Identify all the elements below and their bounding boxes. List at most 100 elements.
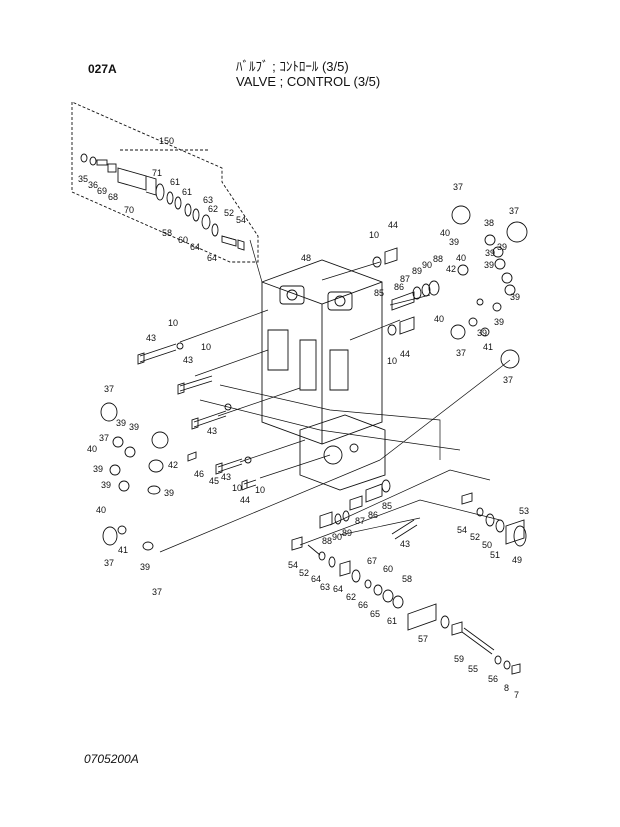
part-number-label: 53: [519, 506, 529, 516]
part-number-label: 10: [369, 230, 379, 240]
part-number-label: 57: [418, 634, 428, 644]
part-number-label: 66: [358, 600, 368, 610]
part-number-label: 65: [370, 609, 380, 619]
part-number-label: 42: [446, 264, 456, 274]
upper-plug-group: [372, 247, 440, 336]
part-number-label: 89: [342, 528, 352, 538]
part-number-label: 41: [483, 342, 493, 352]
part-number-label: 86: [368, 510, 378, 520]
part-number-label: 43: [207, 426, 217, 436]
part-number-label: 42: [168, 460, 178, 470]
part-number-label: 43: [400, 539, 410, 549]
right-seal-group: [450, 205, 528, 369]
part-number-label: 43: [146, 333, 156, 343]
part-number-label: 37: [456, 348, 466, 358]
part-number-label: 54: [288, 560, 298, 570]
part-number-label: 64: [190, 242, 200, 252]
part-number-label: 87: [400, 274, 410, 284]
part-number-label: 150: [159, 136, 174, 146]
part-number-label: 90: [332, 532, 342, 542]
part-number-label: 10: [201, 342, 211, 352]
part-number-label: 67: [367, 556, 377, 566]
part-number-label: 37: [509, 206, 519, 216]
bolt-group: [137, 235, 418, 540]
part-number-label: 39: [101, 480, 111, 490]
part-number-label: 35: [78, 174, 88, 184]
part-number-label: 61: [182, 187, 192, 197]
part-number-label: 10: [168, 318, 178, 328]
part-number-label: 39: [140, 562, 150, 572]
part-number-label: 54: [457, 525, 467, 535]
part-number-label: 37: [104, 558, 114, 568]
part-number-label: 50: [482, 540, 492, 550]
part-number-label: 39: [477, 328, 487, 338]
part-number-label: 87: [355, 516, 365, 526]
part-number-label: 52: [224, 208, 234, 218]
leader-lines: [159, 239, 511, 553]
left-seal-group: [100, 342, 252, 551]
part-number-label: 62: [208, 204, 218, 214]
part-number-label: 37: [104, 384, 114, 394]
part-number-label: 70: [124, 205, 134, 215]
part-number-label: 39: [510, 292, 520, 302]
part-number-label: 85: [382, 501, 392, 511]
part-number-label: 46: [194, 469, 204, 479]
title-japanese: ﾊﾞﾙﾌﾞ ; ｺﾝﾄﾛｰﾙ (3/5): [236, 59, 349, 74]
part-number-label: 40: [440, 228, 450, 238]
part-number-label: 52: [299, 568, 309, 578]
part-number-label: 41: [118, 545, 128, 555]
valve-body: [261, 259, 386, 491]
part-number-label: 45: [209, 476, 219, 486]
part-number-label: 37: [99, 433, 109, 443]
lower-relief-group: [407, 492, 527, 675]
part-number-label: 40: [434, 314, 444, 324]
part-number-label: 54: [236, 215, 246, 225]
part-number-label: 44: [388, 220, 398, 230]
part-number-label: 40: [456, 253, 466, 263]
part-number-label: 58: [402, 574, 412, 584]
part-number-label: 7: [514, 690, 519, 700]
part-number-label: 58: [162, 228, 172, 238]
part-number-label: 39: [129, 422, 139, 432]
part-number-label: 48: [301, 253, 311, 263]
part-number-label: 38: [484, 218, 494, 228]
part-number-label: 61: [170, 177, 180, 187]
part-number-label: 8: [504, 683, 509, 693]
part-number-label: 37: [453, 182, 463, 192]
part-number-label: 62: [346, 592, 356, 602]
part-number-label: 69: [97, 186, 107, 196]
part-number-label: 39: [93, 464, 103, 474]
part-number-label: 37: [152, 587, 162, 597]
part-number-label: 68: [108, 192, 118, 202]
part-number-label: 10: [255, 485, 265, 495]
part-number-label: 64: [207, 253, 217, 263]
part-number-label: 40: [96, 505, 106, 515]
part-number-label: 88: [322, 536, 332, 546]
part-number-label: 39: [164, 488, 174, 498]
part-number-label: 51: [490, 550, 500, 560]
part-number-label: 89: [412, 266, 422, 276]
part-number-label: 59: [454, 654, 464, 664]
part-number-label: 43: [221, 472, 231, 482]
part-number-label: 56: [488, 674, 498, 684]
part-number-label: 39: [116, 418, 126, 428]
part-number-label: 44: [400, 349, 410, 359]
part-number-label: 40: [87, 444, 97, 454]
part-number-label: 10: [387, 356, 397, 366]
part-number-label: 49: [512, 555, 522, 565]
title-english: VALVE ; CONTROL (3/5): [236, 74, 381, 89]
part-number-label: 44: [240, 495, 250, 505]
part-number-label: 60: [178, 235, 188, 245]
part-number-label: 39: [449, 237, 459, 247]
part-number-label: 61: [387, 616, 397, 626]
lower-spool-group: [291, 479, 404, 609]
part-number-label: 52: [470, 532, 480, 542]
part-number-label: 10: [232, 483, 242, 493]
part-number-label: 39: [485, 248, 495, 258]
part-number-label: 63: [320, 582, 330, 592]
part-number-label: 39: [494, 317, 504, 327]
part-number-label: 37: [503, 375, 513, 385]
part-number-label: 64: [311, 574, 321, 584]
part-number-label: 88: [433, 254, 443, 264]
